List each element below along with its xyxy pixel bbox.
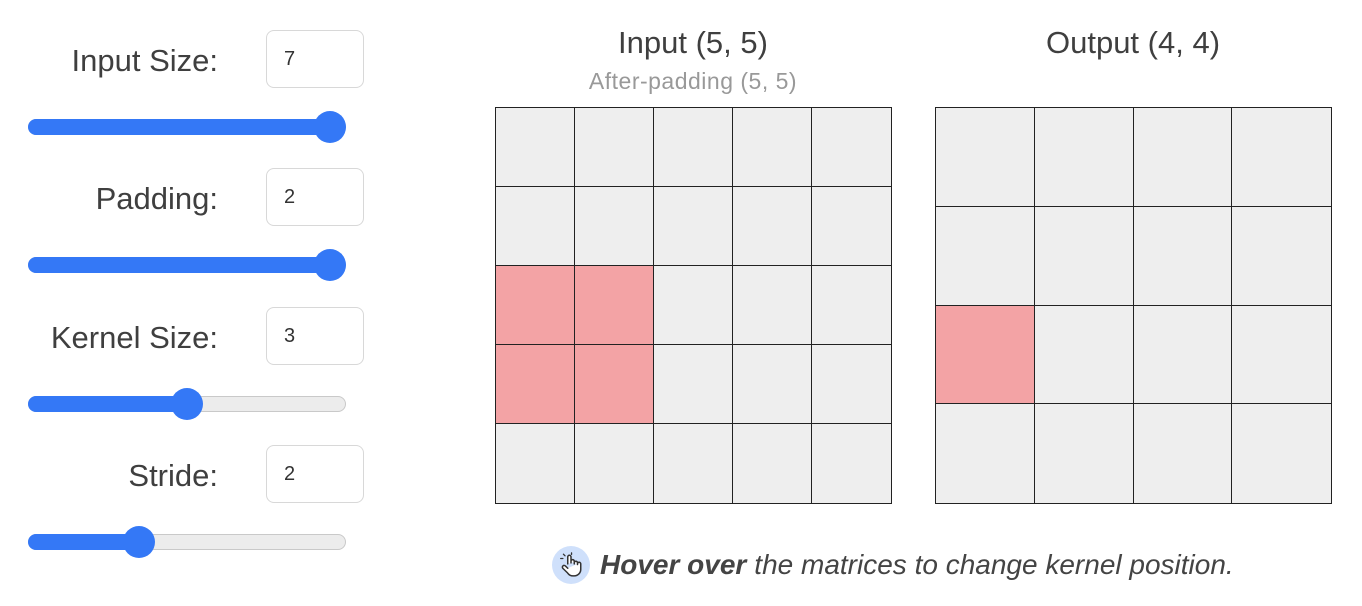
matrix-cell[interactable] (1133, 206, 1233, 306)
matrix-cell[interactable] (654, 424, 733, 503)
slider-fill (28, 396, 191, 412)
matrix-cell[interactable] (936, 108, 1035, 207)
matrix-cell[interactable] (936, 305, 1035, 405)
kernel-size-field[interactable] (266, 307, 364, 365)
stride-slider[interactable] (28, 526, 346, 558)
matrix-cell[interactable] (654, 187, 733, 266)
matrix-cell[interactable] (812, 424, 891, 503)
matrix-cell[interactable] (1232, 108, 1331, 207)
stride-field[interactable] (266, 445, 364, 503)
matrix-cell[interactable] (733, 108, 812, 187)
matrix-cell[interactable] (575, 187, 654, 266)
matrix-cell[interactable] (575, 345, 654, 424)
hover-hint: Hover over the matrices to change kernel… (552, 545, 1234, 585)
matrix-cell[interactable] (1232, 305, 1331, 405)
matrix-cell[interactable] (733, 266, 812, 345)
kernel-size-label: Kernel Size: (50, 320, 218, 355)
slider-fill (28, 119, 334, 135)
matrix-cell[interactable] (1034, 305, 1134, 405)
matrix-cell[interactable] (496, 424, 575, 503)
matrix-cell[interactable] (733, 187, 812, 266)
slider-thumb[interactable] (171, 388, 203, 420)
pointer-hand-icon (552, 546, 590, 584)
matrix-cell[interactable] (812, 345, 891, 424)
matrix-cell[interactable] (733, 345, 812, 424)
matrix-cell[interactable] (654, 108, 733, 187)
padding-field[interactable] (266, 168, 364, 226)
kernel-size-slider[interactable] (28, 388, 346, 420)
matrix-cell[interactable] (496, 266, 575, 345)
matrix-cell[interactable] (812, 108, 891, 187)
slider-fill (28, 257, 334, 273)
padding-slider[interactable] (28, 249, 346, 281)
matrix-cell[interactable] (496, 108, 575, 187)
matrix-cell[interactable] (1034, 206, 1134, 306)
slider-thumb[interactable] (123, 526, 156, 558)
output-matrix-title: Output (4, 4) (1045, 25, 1221, 60)
slider-thumb[interactable] (314, 111, 346, 143)
input-size-slider[interactable] (28, 111, 346, 143)
matrix-cell[interactable] (1034, 108, 1134, 207)
matrix-cell[interactable] (654, 266, 733, 345)
matrix-cell[interactable] (812, 266, 891, 345)
matrix-cell[interactable] (1232, 206, 1331, 306)
slider-thumb[interactable] (314, 249, 346, 281)
matrix-cell[interactable] (1133, 404, 1233, 503)
padding-label: Padding: (95, 181, 218, 216)
stride-label: Stride: (128, 458, 218, 493)
matrix-cell[interactable] (1133, 108, 1233, 207)
matrix-cell[interactable] (936, 206, 1035, 306)
matrix-cell[interactable] (575, 266, 654, 345)
matrix-cell[interactable] (812, 187, 891, 266)
matrix-cell[interactable] (1232, 404, 1331, 503)
hint-bold-text: Hover over (600, 549, 747, 580)
output-matrix[interactable] (935, 107, 1332, 504)
input-size-field[interactable] (266, 30, 364, 88)
matrix-cell[interactable] (575, 108, 654, 187)
matrix-cell[interactable] (1034, 404, 1134, 503)
input-matrix-title: Input (5, 5) (618, 25, 768, 60)
matrix-cell[interactable] (936, 404, 1035, 503)
slider-fill (28, 534, 144, 550)
matrix-cell[interactable] (496, 345, 575, 424)
matrix-cell[interactable] (496, 187, 575, 266)
input-matrix[interactable] (495, 107, 892, 504)
input-size-label: Input Size: (71, 43, 218, 78)
input-matrix-subtitle: After-padding (5, 5) (588, 68, 798, 94)
matrix-cell[interactable] (654, 345, 733, 424)
matrix-cell[interactable] (575, 424, 654, 503)
matrix-cell[interactable] (1133, 305, 1233, 405)
matrix-cell[interactable] (733, 424, 812, 503)
hint-text: the matrices to change kernel position. (754, 549, 1234, 580)
